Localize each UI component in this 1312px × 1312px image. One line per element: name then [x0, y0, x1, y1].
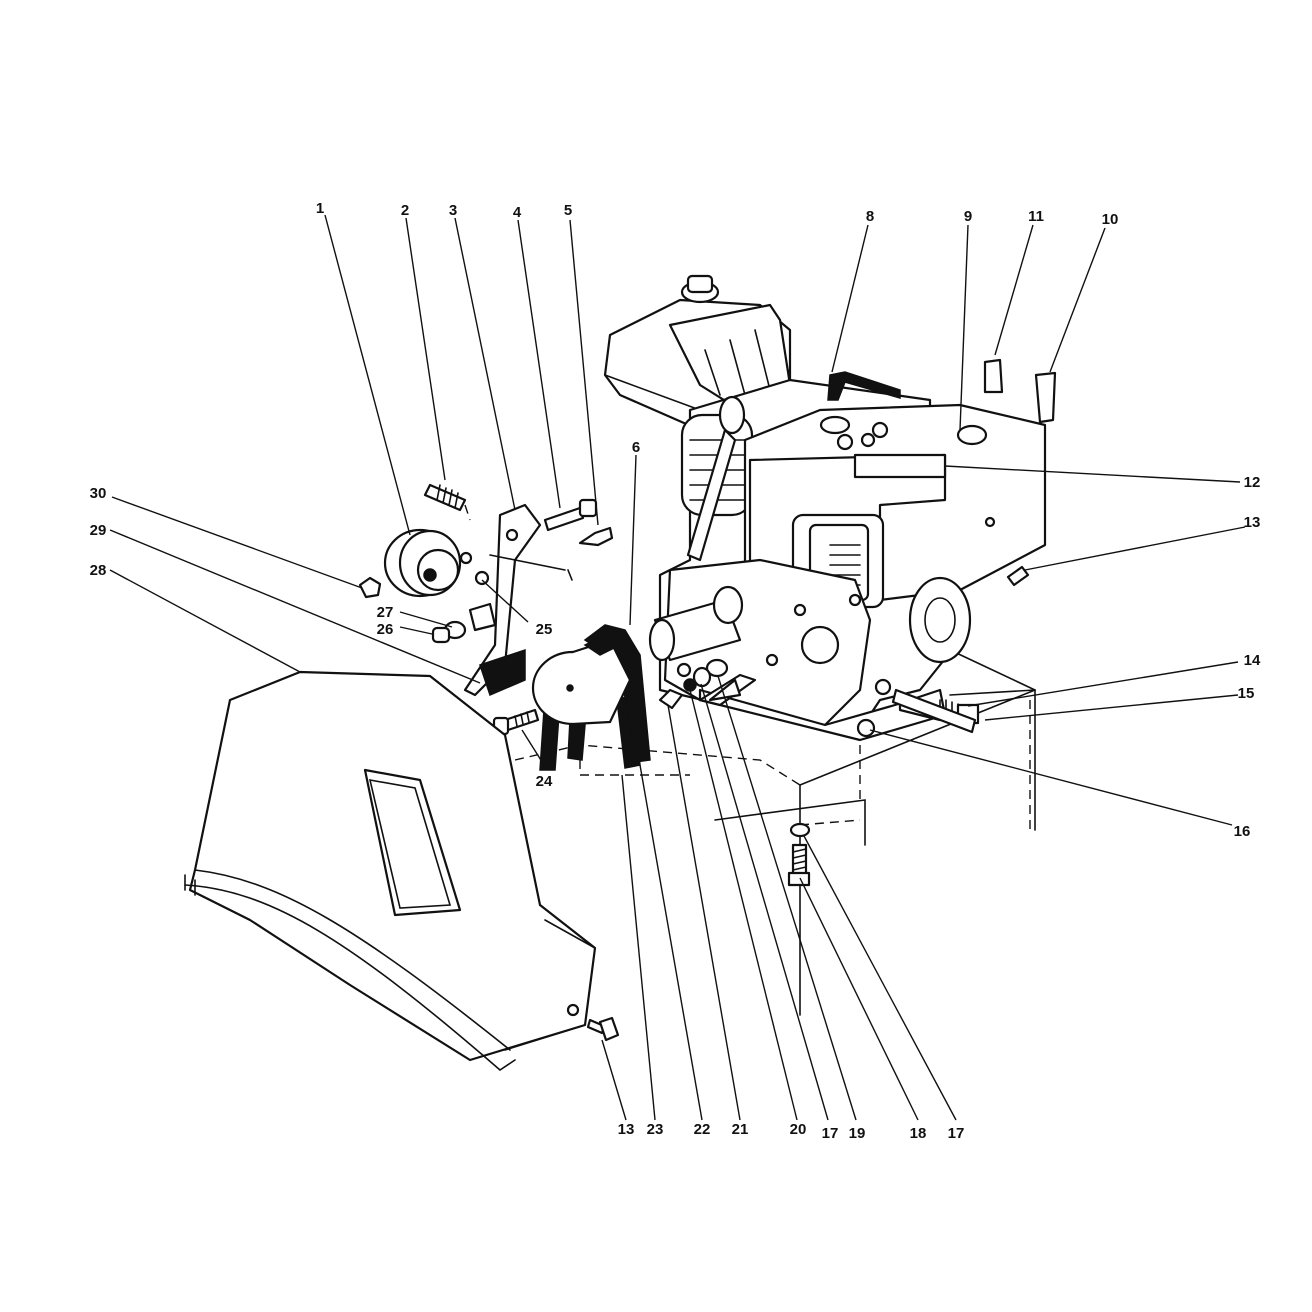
washer-17	[789, 822, 811, 838]
oil-fill-cap	[956, 424, 988, 446]
belt-cover	[184, 670, 597, 1072]
callout-24: 24	[536, 773, 553, 790]
spring-2	[423, 483, 467, 512]
dipstick-tube	[686, 428, 737, 562]
callout-12: 12	[1244, 474, 1261, 491]
flywheel-housing	[908, 576, 972, 664]
callout-4: 4	[513, 204, 522, 221]
callout-labels: 1 2 3 4 5 6 8 9 11 10 12 13 14 15 16 30 …	[90, 200, 1261, 1142]
brush-29	[479, 648, 526, 697]
bolt-13-lower	[586, 1016, 620, 1042]
callout-18: 18	[910, 1125, 927, 1142]
callout-23: 23	[647, 1121, 664, 1138]
bolt-4	[543, 506, 585, 532]
bolt-13-upper	[1006, 565, 1030, 587]
callout-17-b: 17	[948, 1125, 965, 1142]
callout-22: 22	[694, 1121, 711, 1138]
callout-3: 3	[449, 202, 457, 219]
idler-assembly	[358, 483, 614, 697]
callout-21: 21	[732, 1121, 749, 1138]
callout-5: 5	[564, 202, 572, 219]
callout-13-lower: 13	[618, 1121, 635, 1138]
engine-base	[698, 688, 947, 742]
bolt-5	[578, 526, 614, 547]
callout-15: 15	[1238, 685, 1255, 702]
callout-13-upper: 13	[1244, 514, 1261, 531]
callout-1: 1	[316, 200, 324, 217]
callout-28: 28	[90, 562, 107, 579]
callout-10: 10	[1102, 211, 1119, 228]
callout-30: 30	[90, 485, 107, 502]
decal-10	[1034, 371, 1057, 424]
callout-11: 11	[1028, 208, 1044, 225]
spark-plug-wire	[827, 371, 901, 401]
callout-14: 14	[1244, 652, 1261, 669]
decal-11	[983, 358, 1004, 394]
engine-assembly	[603, 274, 1047, 742]
callout-19: 19	[849, 1125, 866, 1142]
engine-label-plate	[853, 453, 947, 479]
spacer-25	[468, 602, 497, 632]
callout-29: 29	[90, 522, 107, 539]
callout-27: 27	[377, 604, 394, 621]
callout-8: 8	[866, 208, 874, 225]
callout-6: 6	[632, 439, 640, 456]
callout-17-a: 17	[822, 1125, 839, 1142]
leader-lines	[109, 214, 1246, 1121]
callout-16: 16	[1234, 823, 1251, 840]
callout-2: 2	[401, 202, 409, 219]
callout-9: 9	[964, 208, 972, 225]
callout-26: 26	[377, 621, 394, 638]
drive-pulley-and-belts	[531, 624, 651, 771]
nut-30	[358, 576, 382, 599]
washer-17b	[705, 658, 729, 678]
callout-20: 20	[790, 1121, 807, 1138]
bolt-22	[658, 688, 684, 710]
spacer-26	[431, 626, 451, 644]
hardware-right	[658, 565, 1030, 887]
callout-25: 25	[536, 621, 553, 638]
